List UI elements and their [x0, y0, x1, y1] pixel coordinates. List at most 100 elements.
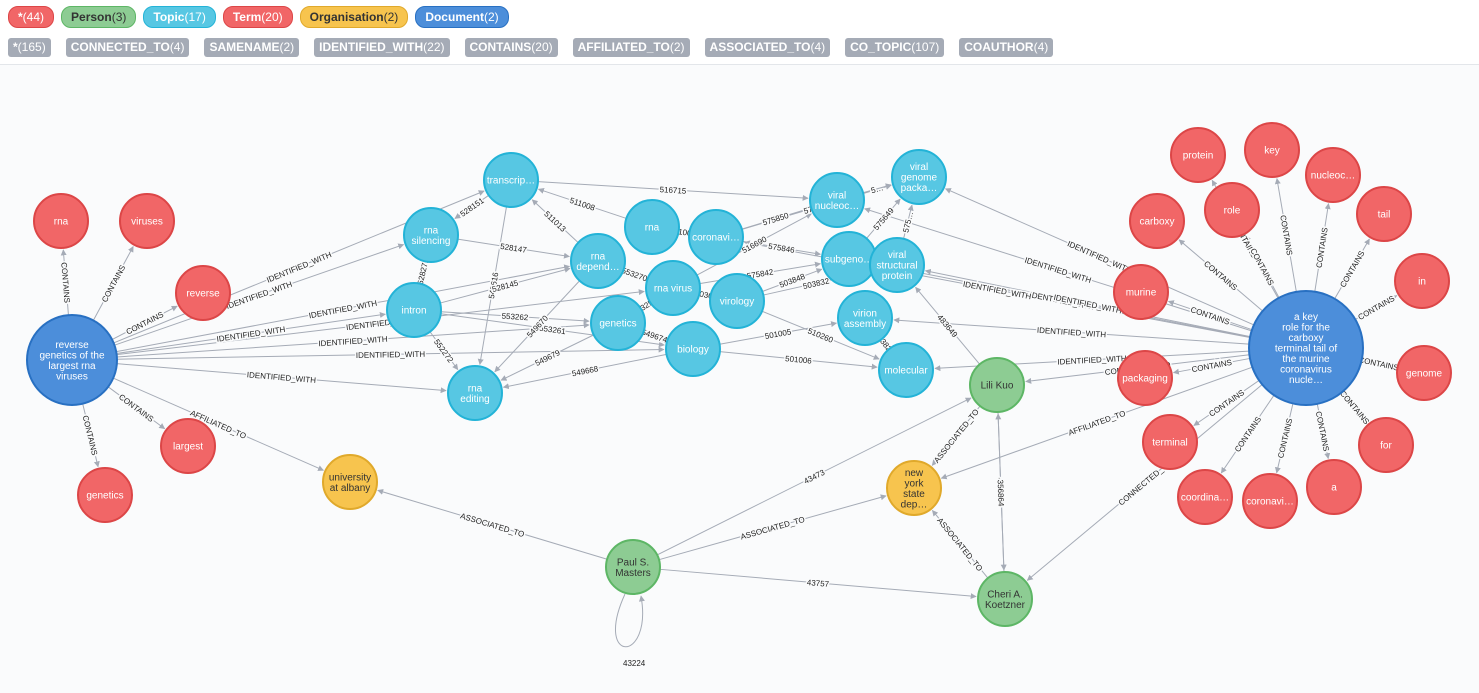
graph-node-topic-p_viralgen[interactable]: viralgenomepacka… [891, 149, 947, 205]
edge-doc1-p_intron[interactable] [116, 312, 386, 354]
edge-h_paul-h_cheri[interactable] [659, 568, 977, 600]
graph-node-term-t_terminal[interactable]: terminal [1142, 414, 1198, 470]
edge-h_paul-h_lili[interactable] [656, 397, 972, 556]
graph-node-topic-p_coronavi[interactable]: coronavi… [688, 209, 744, 265]
graph-node-term-t_murine[interactable]: murine [1113, 264, 1169, 320]
edge-doc1-t_reverse[interactable] [111, 305, 178, 340]
edge-doc2-t_in[interactable] [1355, 295, 1398, 320]
edge-doc1-p_rnavirus[interactable] [116, 289, 645, 356]
edge-p_rna-p_transcrip[interactable] [537, 188, 627, 219]
edge-doc2-h_cheri[interactable] [1026, 384, 1263, 581]
edge-p_subgeno-p_viralgen[interactable] [866, 198, 901, 239]
edge-doc1-p_rnasil[interactable] [114, 243, 405, 346]
edge-doc2-t_key[interactable] [1274, 177, 1297, 292]
node-label-pill-term[interactable]: Term(20) [222, 6, 293, 28]
graph-node-term-t_carboxy[interactable]: carboxy [1129, 193, 1185, 249]
edge-doc2-t_murine[interactable] [1167, 300, 1253, 331]
graph-node-term-t_tail[interactable]: tail [1356, 186, 1412, 242]
edge-doc2-t_genome[interactable] [1361, 359, 1397, 369]
rel-type-pill-samename[interactable]: SAMENAME(2) [204, 38, 300, 57]
graph-node-term-t_a[interactable]: a [1306, 459, 1362, 515]
rel-type-pill-identified-with[interactable]: IDENTIFIED_WITH(22) [314, 38, 450, 57]
graph-node-organisation-o_nys[interactable]: newyorkstatedep… [886, 460, 942, 516]
edge-p_virology-p_subgeno[interactable] [762, 268, 823, 292]
graph-node-topic-p_virology[interactable]: virology [709, 273, 765, 329]
edge-doc1-p_rnaedit[interactable] [116, 363, 447, 394]
edge-p_genetics-p_biology[interactable] [643, 331, 667, 341]
edge-doc1-p_biology[interactable] [116, 346, 665, 360]
edge-doc2-p_viralstruct[interactable] [924, 268, 1251, 338]
edge-doc1-t_viruses[interactable] [92, 245, 134, 321]
rel-type-pill-affiliated-to[interactable]: AFFILIATED_TO(2) [572, 38, 690, 57]
edge-p_biology-p_molecular[interactable] [719, 351, 878, 370]
edge-doc1-t_genetics[interactable] [82, 403, 100, 468]
rel-type-pill-all[interactable]: *(165) [8, 38, 51, 57]
edge-p_biology-p_rnaedit[interactable] [502, 353, 667, 390]
edge-doc2-o_nys[interactable] [940, 366, 1253, 480]
graph-node-topic-p_rnadep[interactable]: rnadepend… [570, 233, 626, 289]
edge-doc2-t_for[interactable] [1341, 391, 1368, 424]
edge-doc2-p_subgeno[interactable] [876, 262, 1251, 338]
edge-doc2-t_nucleoc[interactable] [1314, 203, 1331, 292]
edge-doc2-t_carboxy[interactable] [1178, 239, 1263, 312]
graph-node-topic-p_subgeno[interactable]: subgeno… [821, 231, 877, 287]
graph-node-term-t_largest[interactable]: largest [160, 418, 216, 474]
edge-p_transcrip-p_rnasil[interactable] [454, 194, 490, 219]
edge-h_cheri-h_lili[interactable] [995, 413, 1005, 573]
graph-node-term-t_protein[interactable]: protein [1170, 127, 1226, 183]
graph-node-topic-p_viralnuc[interactable]: viralnucleoc… [809, 172, 865, 228]
rel-type-pill-coauthor[interactable]: COAUTHOR(4) [959, 38, 1054, 57]
graph-node-topic-p_genetics[interactable]: genetics [590, 295, 646, 351]
graph-node-term-t_for[interactable]: for [1358, 417, 1414, 473]
edge-doc2-t_a[interactable] [1316, 403, 1331, 460]
graph-node-term-t_packaging[interactable]: packaging [1117, 350, 1173, 406]
edge-p_virology-p_molecular[interactable] [761, 310, 880, 360]
edge-doc2-t_terminal[interactable] [1193, 379, 1260, 426]
edge-h_paul-h_paul[interactable] [615, 593, 645, 648]
edge-doc2-p_viralnuc[interactable] [864, 207, 1252, 332]
edge-doc2-p_viralgen[interactable] [944, 188, 1255, 326]
edge-p_rnadep-p_rnavirus[interactable] [623, 269, 647, 280]
edge-doc2-p_virion[interactable] [893, 317, 1250, 345]
graph-node-term-t_reverse[interactable]: reverse [175, 265, 231, 321]
edge-doc2-t_tail[interactable] [1334, 238, 1370, 299]
edge-doc1-t_largest[interactable] [107, 386, 166, 430]
graph-node-person-h_cheri[interactable]: Cheri A.Koetzner [977, 571, 1033, 627]
graph-node-topic-p_biology[interactable]: biology [665, 321, 721, 377]
graph-node-person-h_paul[interactable]: Paul S.Masters [605, 539, 661, 595]
graph-node-topic-p_molecular[interactable]: molecular [878, 342, 934, 398]
graph-node-term-t_key[interactable]: key [1244, 122, 1300, 178]
edge-h_cheri-o_nys[interactable] [931, 509, 989, 579]
edge-p_virion-p_molecular[interactable] [881, 338, 889, 348]
edge-h_paul-o_nys[interactable] [658, 494, 887, 561]
edge-p_rnavirus-p_virology[interactable] [699, 291, 710, 298]
rel-type-pill-connected-to[interactable]: CONNECTED_TO(4) [65, 38, 190, 57]
graph-node-topic-p_transcrip[interactable]: transcrip… [483, 152, 539, 208]
graph-node-topic-p_intron[interactable]: intron [386, 282, 442, 338]
edge-doc2-t_coordina[interactable] [1220, 394, 1275, 474]
node-label-pill-document[interactable]: Document(2) [415, 6, 509, 28]
edge-p_transcrip-p_rnaedit[interactable] [477, 206, 507, 365]
edge-p_rnasil-p_rnadep[interactable] [457, 238, 570, 259]
edge-doc1-p_genetics[interactable] [116, 322, 590, 358]
rel-type-pill-associated-to[interactable]: ASSOCIATED_TO(4) [704, 38, 831, 57]
edge-p_transcrip-p_viralnuc[interactable] [537, 181, 809, 201]
edge-h_lili-p_viralstruct[interactable] [915, 286, 981, 365]
edge-doc2-t_coronavi[interactable] [1274, 403, 1294, 474]
edge-p_genetics-p_rnavirus[interactable] [640, 303, 650, 309]
graph-node-person-h_lili[interactable]: Lili Kuo [969, 357, 1025, 413]
edge-p_rnasil-p_intron[interactable] [418, 261, 426, 283]
node-label-pill-all[interactable]: *(44) [8, 6, 55, 28]
graph-node-term-t_rna[interactable]: rna [33, 193, 89, 249]
graph-node-term-t_genome[interactable]: genome [1396, 345, 1452, 401]
graph-node-topic-p_rna[interactable]: rna [624, 199, 680, 255]
rel-type-pill-contains[interactable]: CONTAINS(20) [464, 38, 558, 57]
graph-node-term-t_in[interactable]: in [1394, 253, 1450, 309]
edge-p_viralstruct-p_viralgen[interactable] [903, 204, 914, 239]
edge-h_lili-o_nys[interactable] [931, 405, 981, 466]
edge-p_genetics-p_rnaedit[interactable] [500, 334, 594, 381]
